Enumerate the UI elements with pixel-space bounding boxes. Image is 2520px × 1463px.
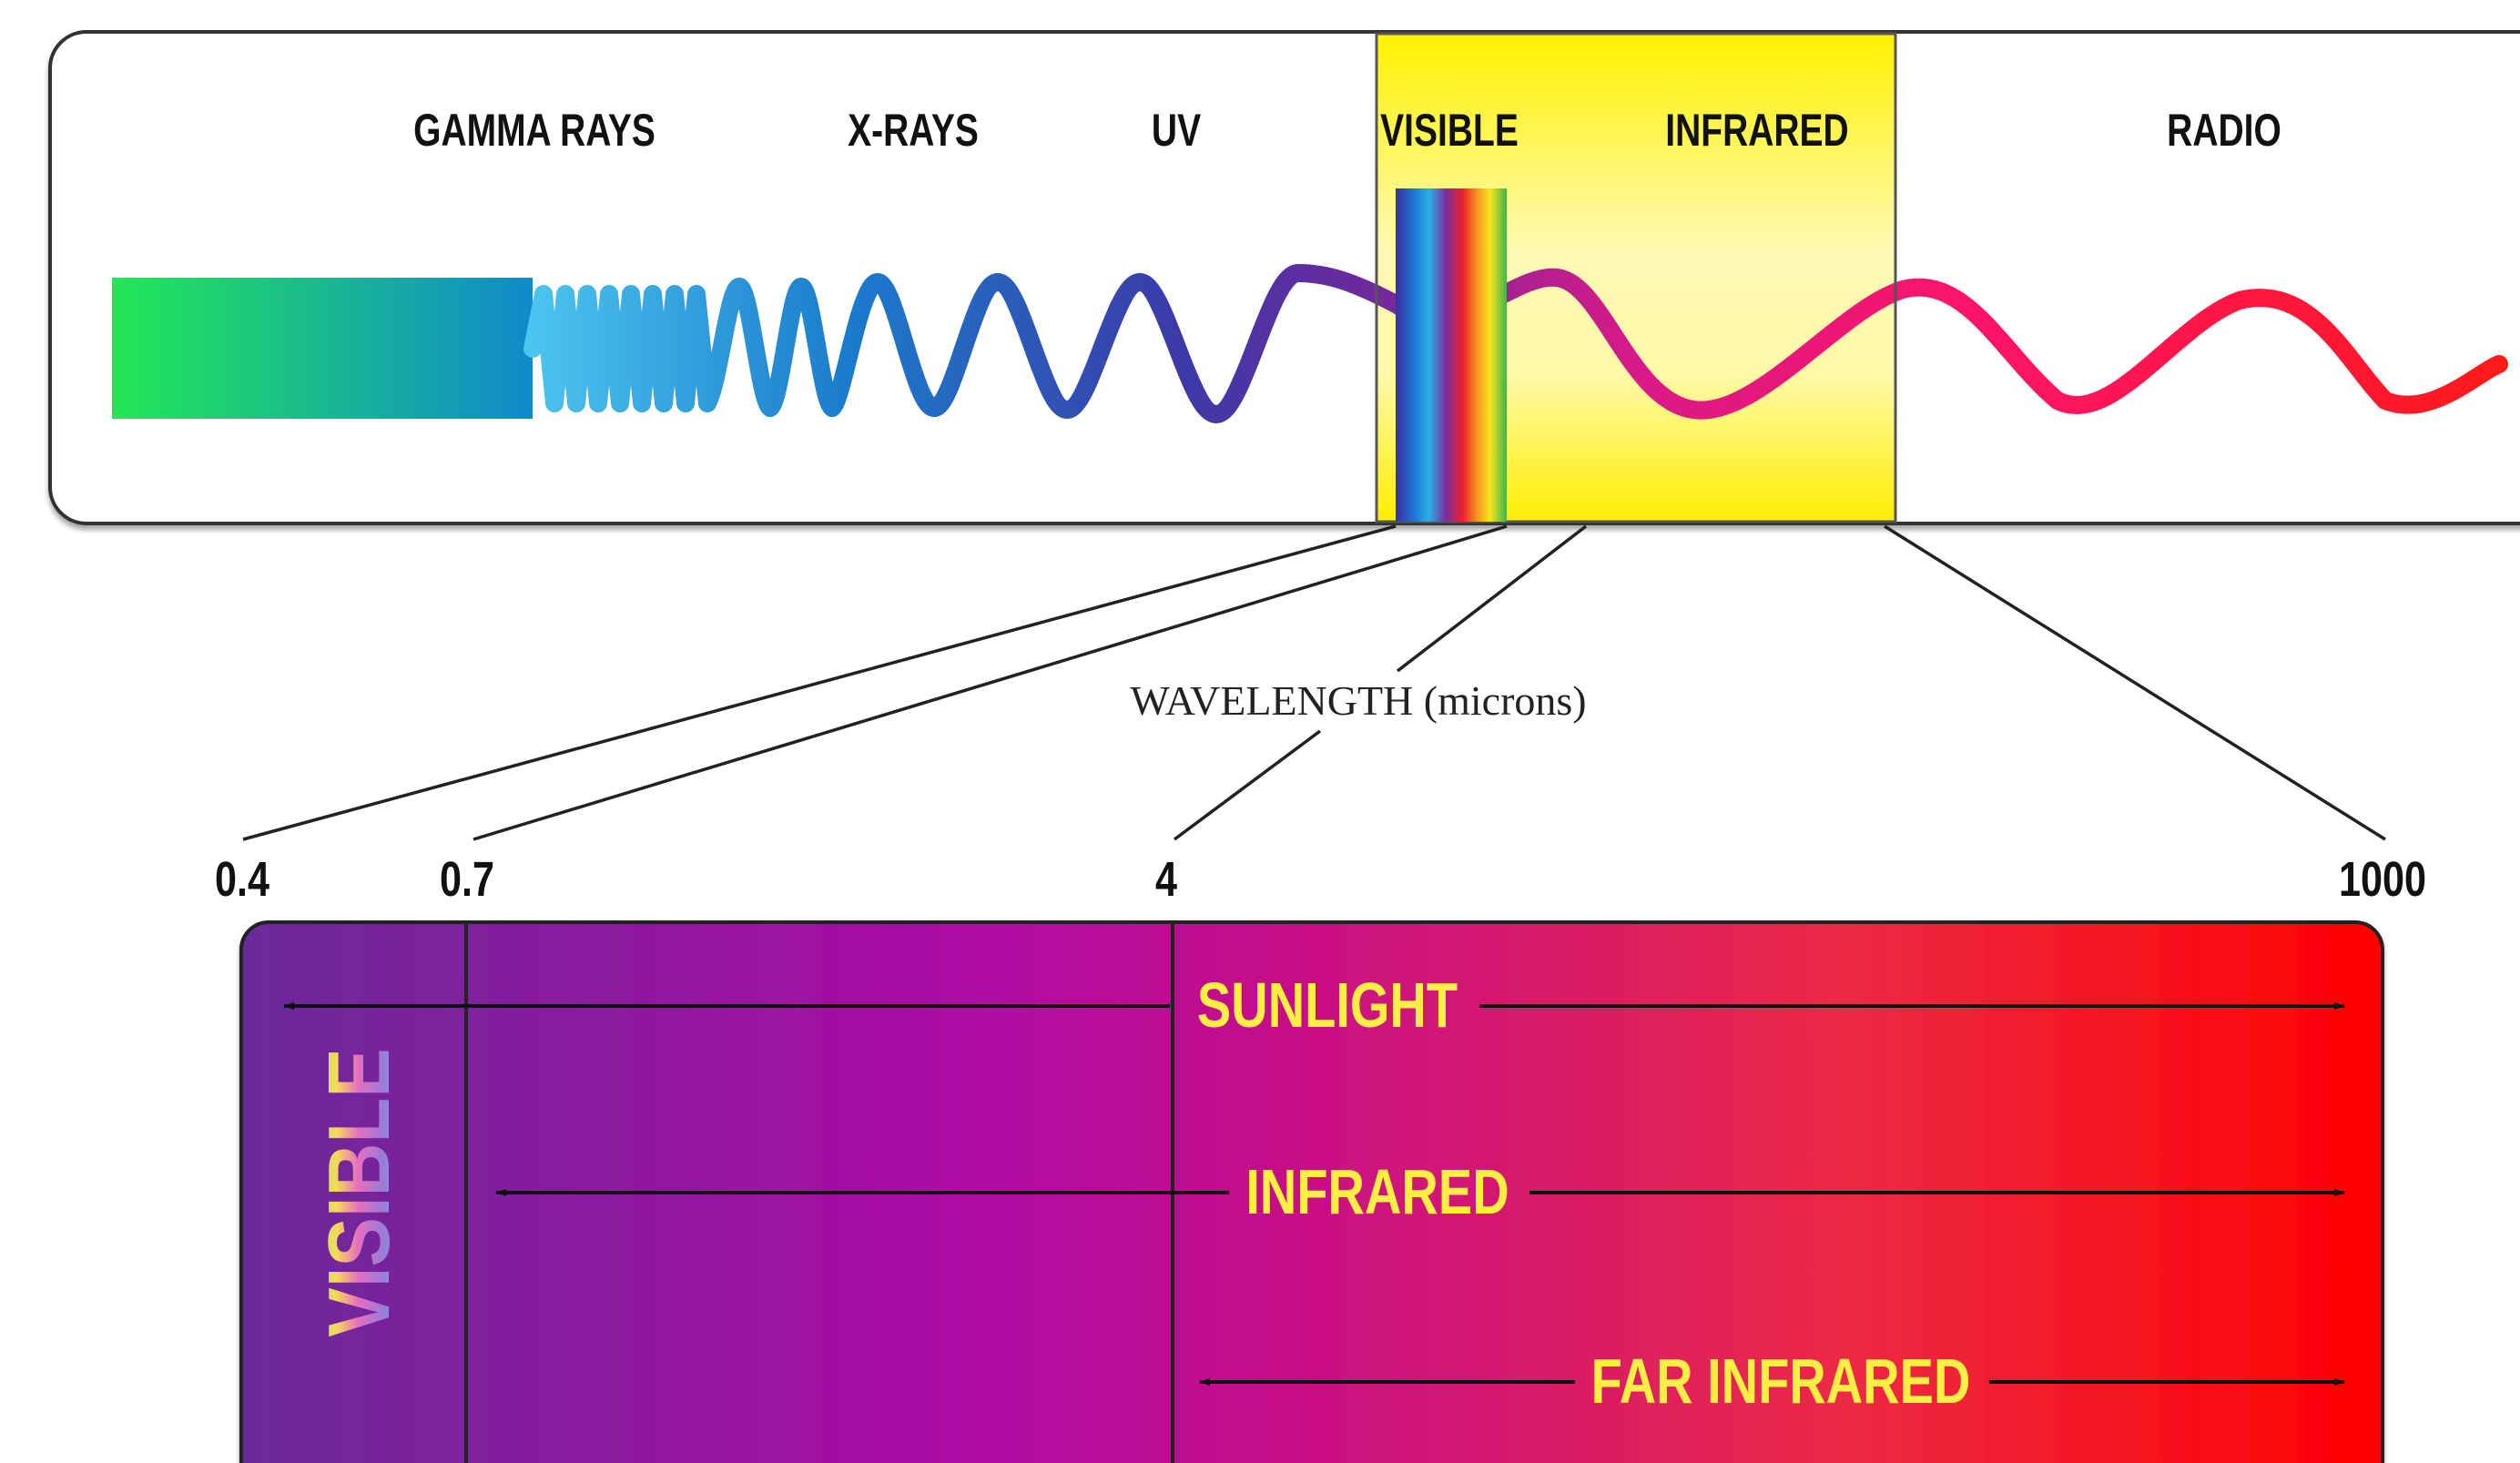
band-label-uv: UV xyxy=(1152,104,1201,156)
range-panel-frame xyxy=(239,920,2384,1463)
infrared-label: INFRARED xyxy=(1245,1157,1509,1227)
connector-4-upper xyxy=(1396,524,1588,673)
visible-vertical-label: VISIBLE xyxy=(310,1048,408,1336)
band-label-x-rays: X-RAYS xyxy=(848,104,979,156)
band-label-gamma: GAMMA RAYS xyxy=(413,104,655,156)
far-infrared-label: FAR INFRARED xyxy=(1591,1346,1971,1417)
band-label-radio: RADIO xyxy=(2167,104,2281,156)
tick-labels: 0.4 0.7 4 1000 xyxy=(215,853,2426,908)
connector-lines xyxy=(242,524,2386,841)
connector-4-lower xyxy=(1173,729,1322,841)
gamma-bar xyxy=(112,278,533,419)
visible-rainbow-strip xyxy=(1396,188,1507,522)
range-panel: VISIBLE SUNLIGHT INFRARED FAR INFRARED xyxy=(239,920,2384,1463)
tick-0.4: 0.4 xyxy=(215,853,269,908)
connector-1000 xyxy=(1884,524,2386,841)
spectrum-wave xyxy=(523,264,2508,423)
band-label-visible: VISIBLE xyxy=(1380,104,1519,156)
band-label-infrared: INFRARED xyxy=(1665,104,1848,156)
connector-0.7 xyxy=(472,524,1508,841)
connector-0.4 xyxy=(242,524,1397,841)
spectrum-panel: GAMMA RAYS X-RAYS UV VISIBLE INFRARED RA… xyxy=(48,30,2520,525)
sunlight-label: SUNLIGHT xyxy=(1197,970,1458,1041)
tick-4: 4 xyxy=(1155,853,1177,908)
tick-0.7: 0.7 xyxy=(440,853,494,908)
tick-1000: 1000 xyxy=(2339,853,2426,908)
wavelength-label: WAVELENGTH (microns) xyxy=(1130,677,1586,724)
